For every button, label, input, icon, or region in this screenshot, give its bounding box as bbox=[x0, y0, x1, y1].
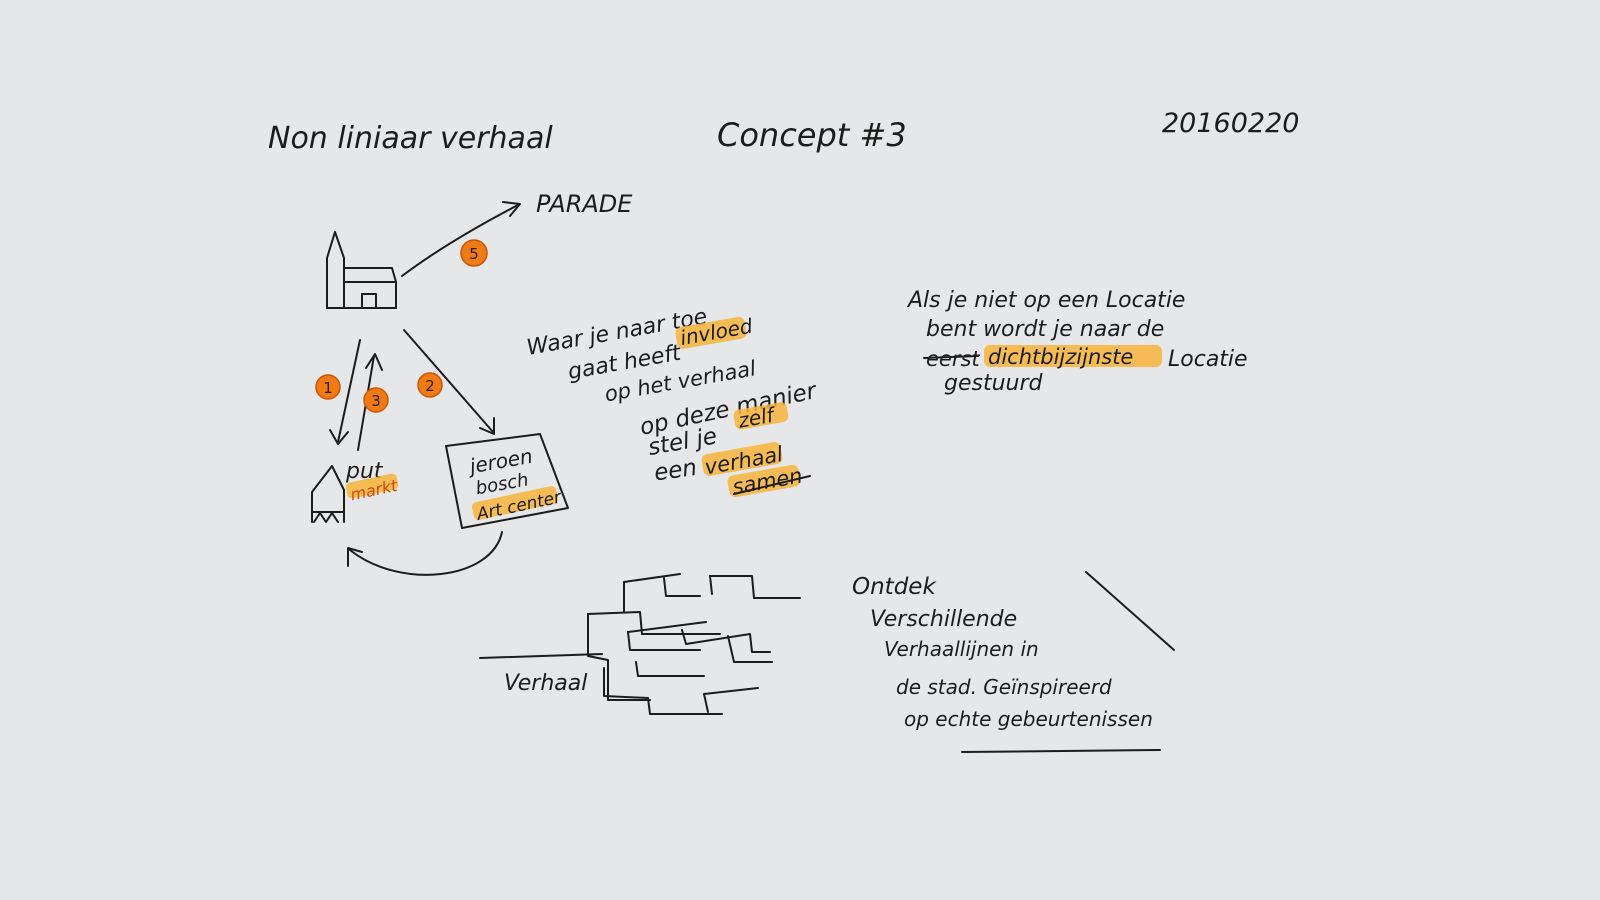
arrow-artcenter-to-market bbox=[349, 531, 503, 576]
markt-highlight bbox=[345, 473, 399, 499]
svg-text:3: 3 bbox=[371, 392, 381, 410]
note-middle-line-6a: een bbox=[652, 455, 698, 487]
zelf-highlight bbox=[733, 402, 789, 430]
step-badge-5: 5 bbox=[460, 239, 488, 267]
artcenter-box bbox=[445, 433, 569, 529]
arrow-to-parade bbox=[401, 204, 519, 277]
note-location: Als je niet op een Locatie bent wordt je… bbox=[906, 288, 1248, 396]
concept-label: Concept #3 bbox=[717, 116, 907, 154]
arrow-church-to-artcenter bbox=[403, 329, 494, 433]
church-icon bbox=[326, 231, 397, 309]
svg-text:2: 2 bbox=[425, 377, 435, 395]
strike-line bbox=[923, 355, 979, 359]
note-bottom-line-4: de stad. Geïnspireerd bbox=[896, 675, 1112, 699]
note-right-line-2: bent wordt je naar de bbox=[926, 317, 1164, 342]
parade-label: PARADE bbox=[536, 190, 633, 218]
arrow-church-to-artcenter-head bbox=[479, 417, 495, 435]
page-title: Non liniaar verhaal bbox=[268, 121, 553, 156]
note-bottom-line-2: Verschillende bbox=[870, 607, 1017, 632]
note-right-line-3-strike: eerst bbox=[926, 347, 980, 371]
step-badge-3: 3 bbox=[363, 387, 389, 413]
note-right-line-3-end: Locatie bbox=[1168, 347, 1248, 372]
svg-text:5: 5 bbox=[469, 245, 479, 263]
note-right-line-4: gestuurd bbox=[944, 371, 1044, 396]
note-right-line-3-highlight: dichtbijzijnste bbox=[988, 345, 1133, 369]
tree-label: Verhaal bbox=[504, 671, 587, 696]
svg-text:1: 1 bbox=[323, 379, 333, 397]
arrow-artcenter-to-market-head bbox=[347, 547, 363, 567]
storyline-tree bbox=[479, 573, 801, 715]
arrow-to-parade-head bbox=[502, 201, 521, 217]
arrow-church-to-market-head bbox=[329, 429, 349, 445]
step-badge-2: 2 bbox=[417, 372, 443, 398]
note-bottom-line-3: Verhaallijnen in bbox=[884, 637, 1039, 661]
invloed-highlight bbox=[675, 316, 747, 349]
samen-highlight bbox=[727, 464, 801, 498]
note-bottom-line-5: op echte gebeurtenissen bbox=[904, 707, 1153, 731]
verhaal-highlight bbox=[701, 442, 783, 476]
arrow-church-to-market bbox=[337, 339, 361, 443]
note-bottom-line-1: Ontdek bbox=[852, 574, 937, 600]
arrow-market-to-church-head bbox=[365, 353, 383, 371]
date-label: 20160220 bbox=[1162, 108, 1299, 139]
note-bottom-underline bbox=[961, 749, 1161, 753]
samen-underline bbox=[733, 475, 811, 495]
market-building-icon bbox=[311, 465, 345, 523]
note-right-line-1: Als je niet op een Locatie bbox=[906, 288, 1185, 313]
step-badge-1: 1 bbox=[315, 374, 341, 400]
dichtbijzijnste-highlight bbox=[984, 345, 1162, 367]
stray-diagonal-line bbox=[1085, 571, 1175, 651]
artcenter-highlight bbox=[471, 486, 559, 520]
note-discover: Ontdek Verschillende Verhaallijnen in de… bbox=[852, 574, 1161, 753]
